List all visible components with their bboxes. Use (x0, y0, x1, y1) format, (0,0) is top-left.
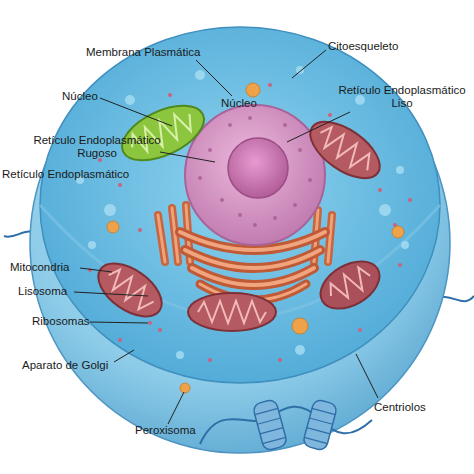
part-label: Citoesqueleto (328, 40, 398, 53)
part-label: Mitocondria (10, 261, 69, 274)
mitochondrion (312, 252, 387, 319)
chromatin (198, 116, 312, 227)
vesicles (76, 66, 409, 359)
mitochondrion (114, 94, 212, 171)
part-label: Retículo Endoplasmático Liso (330, 84, 474, 110)
mitochondrion (188, 293, 276, 331)
centriole (302, 399, 338, 452)
nucleolus (228, 138, 288, 198)
mitochondrion (301, 111, 389, 190)
part-label: Centriolos (374, 401, 426, 414)
ribosomes (88, 83, 412, 362)
centriole (252, 399, 288, 452)
part-label: Núcleo (221, 97, 257, 110)
part-label: Lisosoma (18, 285, 67, 298)
leader-lines (74, 50, 378, 424)
peroxisomes (107, 83, 404, 393)
mitochondrion (89, 253, 171, 327)
part-label: Ribosomas (32, 315, 90, 328)
part-label: Retículo Endoplasmático (2, 168, 129, 181)
nucleus (185, 105, 325, 245)
part-label: Aparato de Golgi (22, 359, 108, 372)
part-label: Retículo Endoplasmático Rugoso (22, 134, 172, 160)
part-label: Núcleo (62, 90, 98, 103)
part-label: Peroxisoma (135, 424, 196, 437)
cytoplasm (40, 27, 440, 383)
part-label: Membrana Plasmática (86, 46, 200, 59)
